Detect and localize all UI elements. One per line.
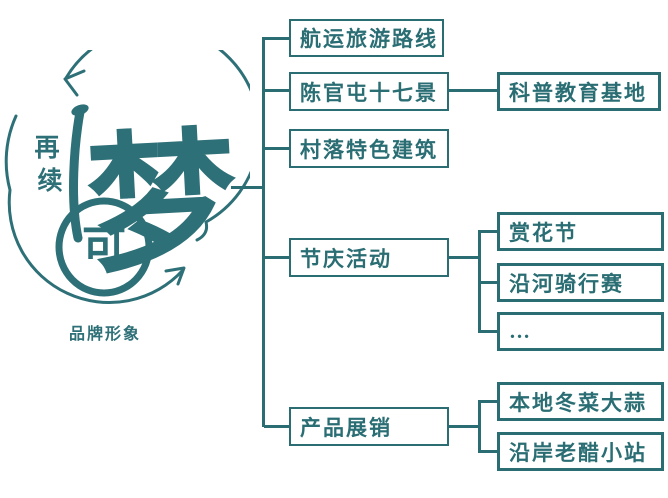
connector-branch3-child1	[478, 281, 497, 284]
node-riverside-vinegar-station: 沿岸老醋小站	[497, 432, 664, 471]
node-label: 赏花节	[509, 220, 578, 245]
connector-branch3-out	[449, 256, 478, 259]
cycle-arrow-top-head-icon	[63, 69, 86, 97]
node-label: 村落特色建筑	[300, 137, 438, 162]
connector-branch3-child2	[478, 330, 497, 333]
node-village-architecture: 村落特色建筑	[289, 129, 449, 168]
logo-char-zai: 再	[34, 135, 59, 162]
node-ellipsis: …	[497, 312, 664, 351]
cycle-arrow-bottom-icon	[4, 114, 185, 304]
connector-branch4-child0	[478, 400, 497, 403]
node-label: 本地冬菜大蒜	[509, 390, 647, 415]
logo-brush-tip	[71, 104, 89, 116]
node-seventeen-scenes: 陈官屯十七景	[289, 72, 449, 111]
node-label: 陈官屯十七景	[300, 80, 438, 105]
connector-branch-1	[264, 89, 289, 92]
node-label: 节庆活动	[300, 246, 392, 271]
node-shipping-tour-route: 航运旅游路线	[289, 19, 444, 57]
node-festival-activities: 节庆活动	[289, 238, 449, 277]
connector-branch4-rail	[478, 400, 481, 452]
cycle-arrow-bottom-head-icon	[164, 266, 186, 286]
connector-branch-2	[264, 147, 289, 150]
connector-branch4-out	[449, 425, 478, 428]
logo-caption: 品牌形象	[68, 326, 141, 343]
logo-brush-stroke	[69, 107, 85, 243]
logo-main-char: 梦	[83, 118, 241, 292]
cycle-arrow-top-icon	[64, 50, 250, 242]
connector-branch4-child1	[478, 450, 497, 453]
node-product-exhibition: 产品展销	[289, 407, 449, 446]
brand-logo: 梦 可 再 续	[4, 50, 250, 304]
logo-ring-char: 可	[82, 223, 126, 272]
node-label: 沿岸老醋小站	[509, 440, 647, 465]
connector-logo-stub	[231, 186, 262, 189]
connector-branch-0	[264, 37, 289, 40]
node-flower-festival: 赏花节	[497, 212, 664, 251]
node-riverside-cycling-race: 沿河骑行赛	[497, 263, 664, 302]
connector-branch-4	[264, 425, 289, 428]
node-label: 产品展销	[300, 415, 392, 440]
node-label: 航运旅游路线	[300, 27, 438, 51]
node-science-education-base: 科普教育基地	[497, 72, 661, 111]
connector-trunk	[262, 37, 265, 427]
node-label: …	[509, 319, 532, 343]
node-label: 沿河骑行赛	[509, 271, 624, 296]
logo-char-xu: 续	[37, 166, 62, 195]
node-local-winter-vegetable-garlic: 本地冬菜大蒜	[497, 382, 664, 421]
connector-branch3-child0	[478, 230, 497, 233]
node-label: 科普教育基地	[509, 80, 647, 105]
logo-brush-ring-icon	[55, 197, 153, 297]
connector-branch-3	[264, 256, 289, 259]
connector-branch1-child0	[449, 89, 497, 92]
